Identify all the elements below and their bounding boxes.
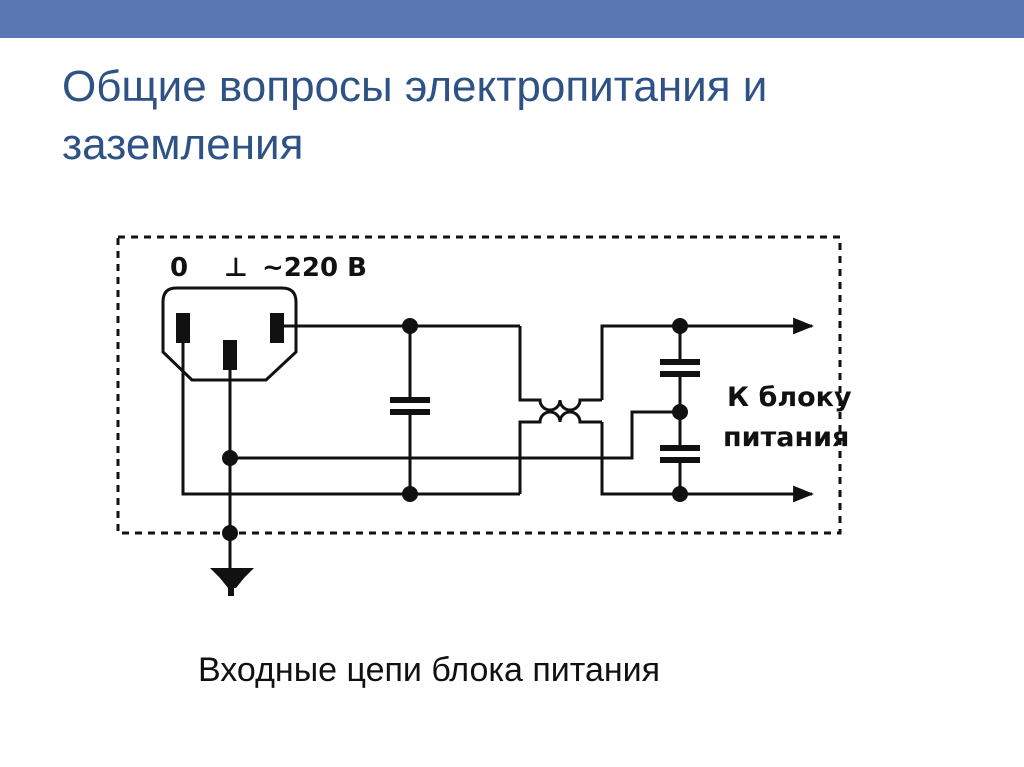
slide-title-line-2: заземления: [62, 120, 304, 169]
terminal-label-voltage: ~220 В: [262, 253, 367, 283]
circuit-wires: [181, 317, 815, 568]
output-label-line-1: К блоку: [727, 382, 852, 413]
terminal-label-zero: 0: [170, 253, 188, 283]
dashed-enclosure: [116, 235, 842, 535]
output-label-line-2: питания: [723, 422, 849, 453]
socket-pin-neutral: [176, 313, 190, 343]
slide-title-line-1: Общие вопросы электропитания и: [62, 62, 768, 111]
diagram-caption: Входные цепи блока питания: [198, 651, 661, 689]
socket-pin-ground: [223, 340, 237, 370]
slide-title: Общие вопросы электропитания и заземлени…: [62, 58, 962, 174]
ground-symbol: [210, 568, 254, 596]
socket-pin-phase: [270, 313, 284, 343]
capacitor-plates: [390, 359, 700, 463]
junction-nodes: [222, 318, 688, 541]
header-bar: [0, 0, 1024, 38]
terminal-label-ground: ⊥: [224, 253, 248, 283]
power-socket-outline: [161, 286, 298, 382]
